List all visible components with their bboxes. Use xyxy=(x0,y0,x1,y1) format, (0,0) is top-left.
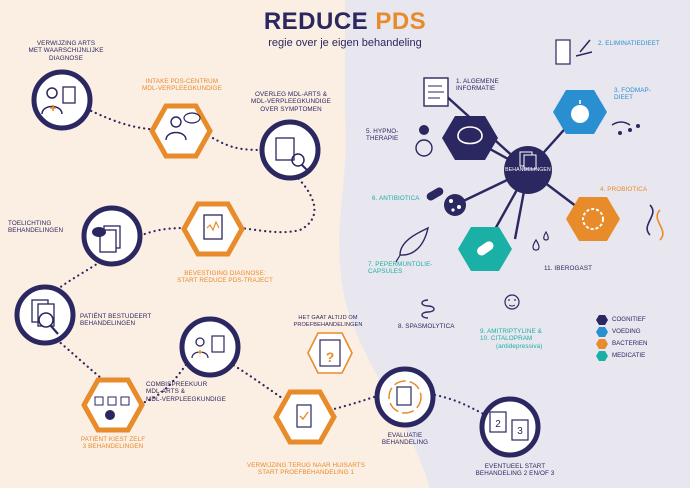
probiotic-capsule-icon xyxy=(646,204,664,241)
treatment-8-label: 8. SPASMOLYTICA xyxy=(398,323,455,330)
label-eventueel: EVENTUEEL START BEHANDELING 2 EN/OF 3 xyxy=(475,463,555,478)
question-mark: ? xyxy=(326,349,335,365)
study-node xyxy=(14,284,76,346)
label-intake: INTAKE PDS-CENTRUM MDL-VERPLEEGKUNDIGE xyxy=(142,78,222,93)
label-combispreekuur: COMBISPREEKUUR MDL-ARTS & MDL-VERPLEEGKU… xyxy=(146,381,226,403)
consultation-node xyxy=(259,119,321,181)
legend-bacterien: BACTERIEN xyxy=(612,340,648,347)
referral-back-hexagon xyxy=(273,389,337,445)
treatment-2-label: 2. ELIMINATIEDIEET xyxy=(598,40,660,47)
journey-nodes: 2 3 xyxy=(14,69,541,458)
hypnotherapy-hexagon xyxy=(442,116,498,160)
step-2-number: 2 xyxy=(495,419,501,430)
treatment-7-label: 7. PEPERMUNTOLIE- CAPSULES xyxy=(368,261,433,276)
probiotics-hexagon xyxy=(566,197,620,241)
step-3-number: 3 xyxy=(517,426,523,437)
legend-medicatie: MEDICATIE xyxy=(612,352,646,359)
label-kiest: PATIËNT KIEST ZELF 3 BEHANDELINGEN xyxy=(80,436,146,451)
antidepressant-face-icon xyxy=(504,294,520,310)
legend-swatches xyxy=(596,315,608,361)
confirmation-hexagon xyxy=(181,201,245,257)
title-reduce: REDUCE xyxy=(263,8,369,35)
label-proef-note: HET GAAT ALTIJD OM PROEFBEHANDELINGEN xyxy=(293,315,363,328)
treatment-4-label: 4. PROBIOTICA xyxy=(600,186,648,193)
spasmolytics-icon xyxy=(421,299,435,319)
label-overleg: OVERLEG MDL-ARTS & MDL-VERPLEEGKUNDIGE O… xyxy=(251,91,331,113)
treatment-3-label: 3. FODMAP- DIEET xyxy=(614,87,652,102)
label-evaluatie: EVALUATIE BEHANDELING xyxy=(381,432,429,447)
legend-swatch-bacterien xyxy=(596,339,608,349)
legend-swatch-cognitief xyxy=(596,315,608,325)
peppermint-hexagon xyxy=(458,227,512,271)
hub-circle xyxy=(504,146,552,194)
legend-cognitief: COGNITIEF xyxy=(612,316,646,323)
journey-hexagons xyxy=(81,103,337,445)
drops-icon xyxy=(532,230,549,251)
legend-swatch-voeding xyxy=(596,327,608,337)
hypnosis-pendulum-icon xyxy=(415,125,433,157)
title-pds: PDS xyxy=(375,8,427,35)
infographic-title: REDUCE PDS xyxy=(230,8,460,36)
legend-swatch-medicatie xyxy=(596,351,608,361)
legend-voeding: VOEDING xyxy=(612,328,641,335)
treatment-9-label: 9. AMITRIPTYLINE & 10. CITALOPRAM xyxy=(480,328,542,343)
label-bevestiging: BEVESTIGING DIAGNOSE: START REDUCE PDS-T… xyxy=(177,270,273,285)
mint-leaf-icon xyxy=(395,226,430,263)
treatment-6-label: 6. ANTIBIOTICA xyxy=(372,195,420,202)
treatment-11-label: 11. IBEROGAST xyxy=(544,265,593,272)
intake-hexagon xyxy=(149,103,213,159)
evaluation-node xyxy=(374,366,436,428)
treatment-1-label: 1. ALGEMENE INFORMATIE xyxy=(456,78,499,93)
referral-node xyxy=(31,69,93,131)
hub-label: BEHANDELINGEN xyxy=(505,167,551,173)
treatment-5-label: 5. HYPNO- THERAPIE xyxy=(366,128,399,143)
next-treatment-node: 2 3 xyxy=(479,396,541,458)
fodmap-hexagon xyxy=(553,90,607,134)
hub-docs-icon xyxy=(519,151,537,170)
antibiotics-icon xyxy=(426,187,466,216)
bacteria-icon xyxy=(611,121,640,135)
label-toelichting: TOELICHTING BEHANDELINGEN xyxy=(8,220,64,235)
label-verwijzing-terug: VERWIJZING TERUG NAAR HUISARTS START PRO… xyxy=(246,462,366,477)
infographic-subtitle: regie over je eigen behandeling xyxy=(268,37,422,49)
combi-node xyxy=(179,316,241,378)
trial-note-icon: ? xyxy=(307,332,353,374)
label-bestudeert: PATIËNT BESTUDEERT BEHANDELINGEN xyxy=(80,313,152,328)
elimination-diet-icon xyxy=(555,39,593,65)
general-info-icon xyxy=(423,77,449,107)
label-verwijzing-arts: VERWIJZING ARTS MET WAARSCHIJNLIJKE DIAG… xyxy=(28,40,104,62)
choice-hexagon xyxy=(81,377,145,433)
treatments-background xyxy=(339,0,690,488)
explanation-node xyxy=(81,205,143,267)
treatment-9-sub: (antidepressiva) xyxy=(496,343,543,350)
